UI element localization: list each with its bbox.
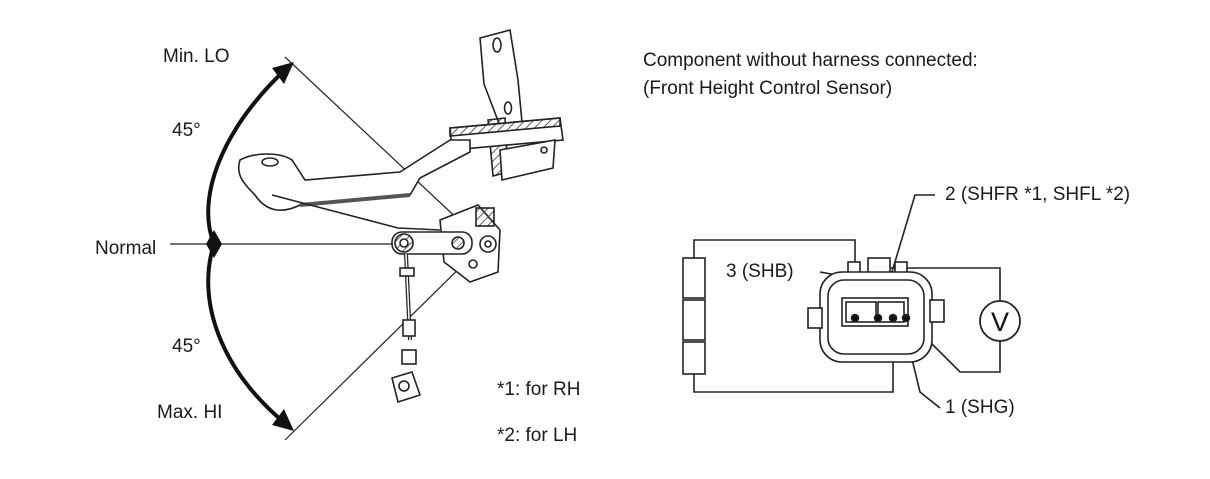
terminal-2-label: 2 (SHFR *1, SHFL *2) [945, 184, 1131, 205]
min-lo-reference-line [284, 56, 481, 241]
angle-lower-label: 45° [172, 336, 201, 357]
max-hi-label: Max. HI [157, 402, 223, 423]
arrowhead-icon [206, 244, 222, 258]
arrowhead-icon [272, 62, 294, 84]
caption-line-2: (Front Height Control Sensor) [643, 78, 893, 99]
terminal-1-pin-b [901, 313, 911, 323]
sensor-arm [237, 139, 471, 231]
footnote-rh: *1: for RH [497, 379, 581, 400]
voltmeter-symbol: V [991, 307, 1009, 337]
terminal-2-pin [873, 313, 883, 323]
terminal-1-label: 1 (SHG) [945, 397, 1015, 418]
sensor-bracket [449, 28, 564, 181]
terminal-3-label: 3 (SHB) [726, 261, 794, 282]
terminal-1-pin [888, 313, 898, 323]
angle-upper-label: 45° [172, 120, 201, 141]
sensor-connector [807, 257, 945, 363]
sensor-link [391, 231, 473, 404]
terminal-3-pin [850, 313, 860, 323]
arrowhead-icon [272, 409, 294, 431]
voltmeter-icon: V [979, 300, 1021, 342]
normal-label: Normal [95, 238, 157, 259]
arrowhead-icon [206, 230, 222, 244]
caption-line-1: Component without harness connected: [643, 50, 978, 71]
swing-arc [206, 62, 294, 431]
min-lo-label: Min. LO [163, 46, 230, 67]
footnote-lh: *2: for LH [497, 425, 578, 446]
max-hi-reference-line [284, 247, 481, 441]
power-source-stack [682, 257, 706, 375]
